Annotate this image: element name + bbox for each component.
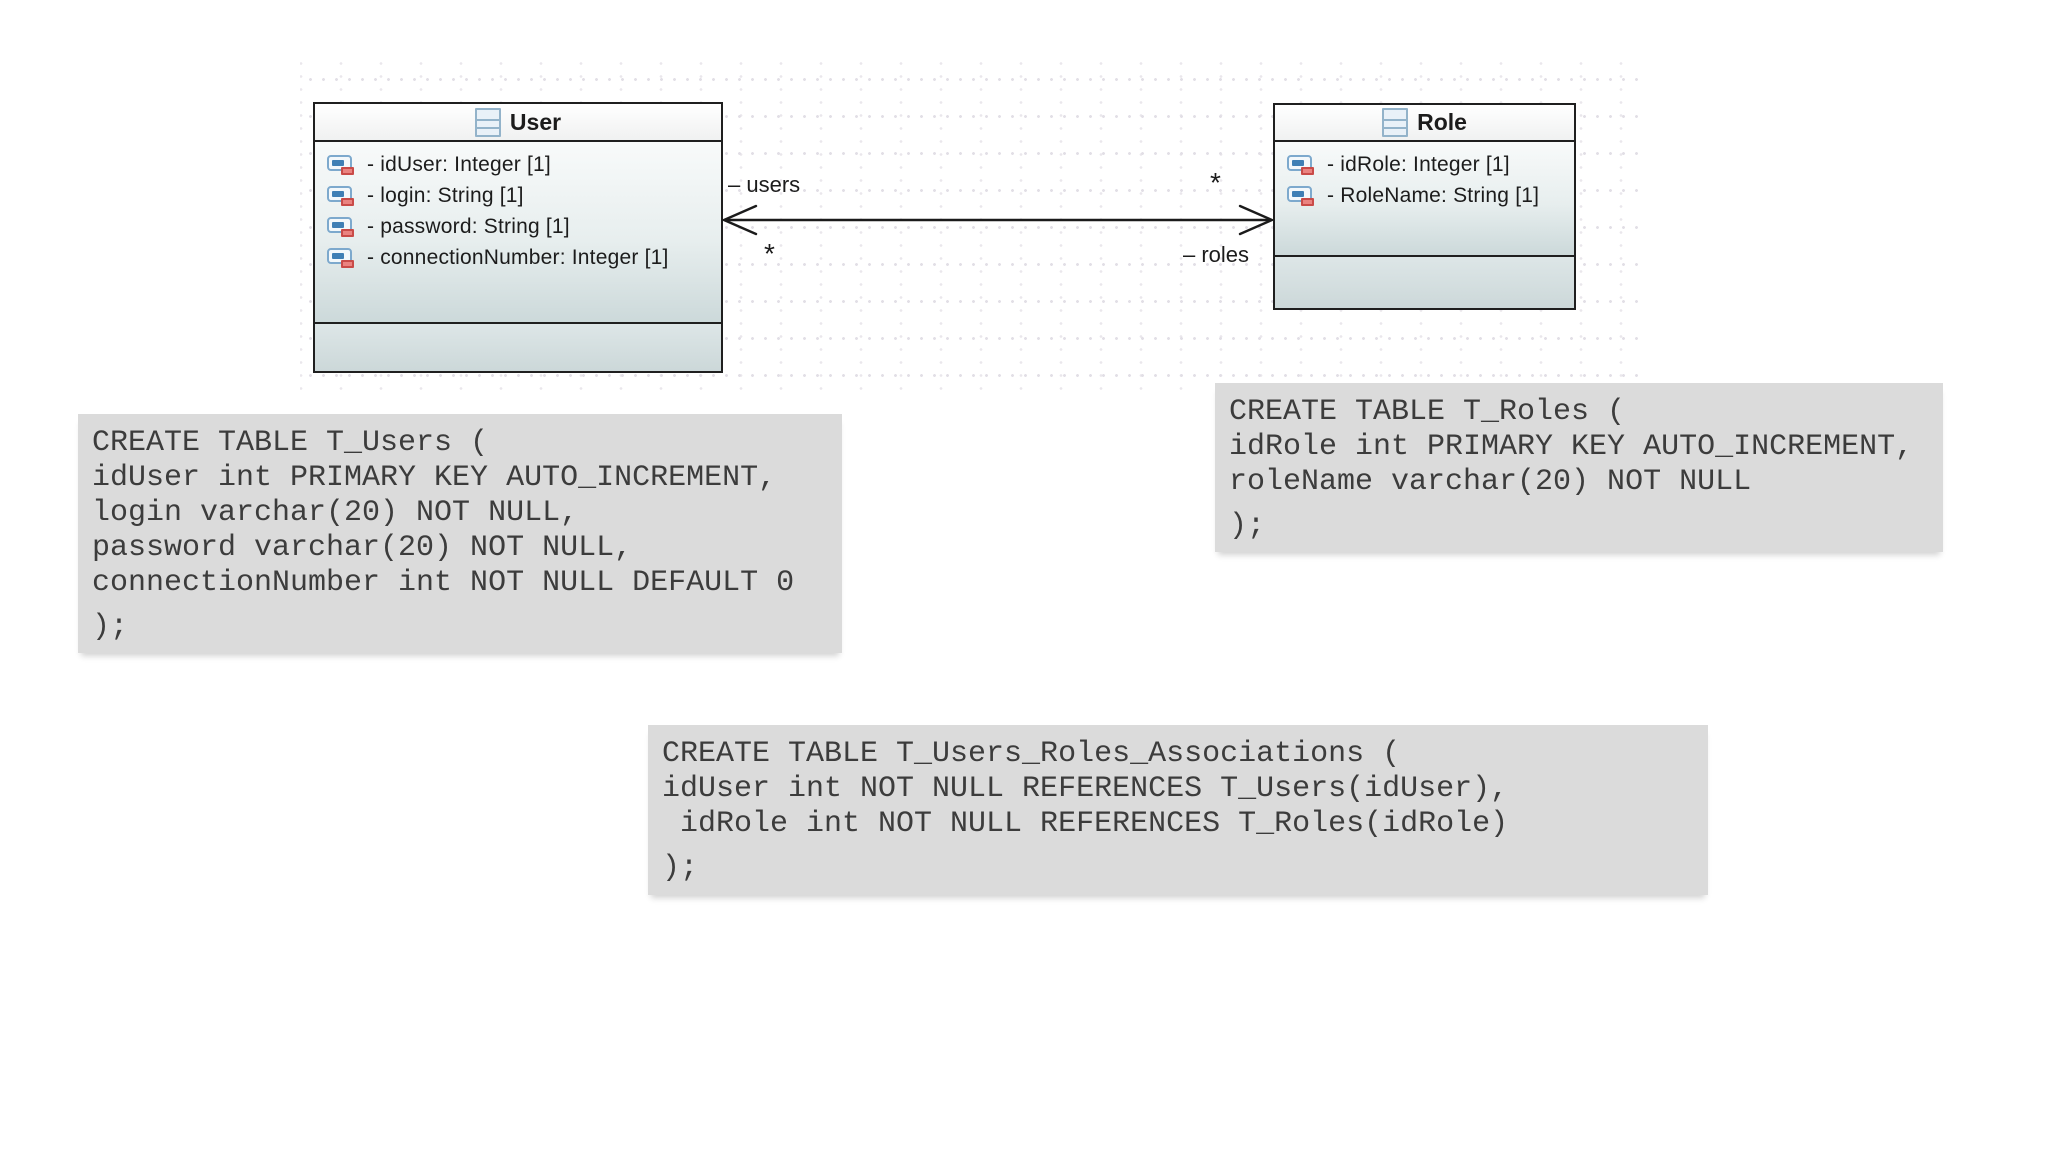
class-icon <box>474 107 501 137</box>
sql-line: connectionNumber int NOT NULL DEFAULT 0 <box>92 566 795 600</box>
attribute-row: - idUser: Integer [1] <box>327 149 721 180</box>
class-title: User <box>509 108 562 135</box>
sql-line: ); <box>92 610 129 644</box>
private-attribute-icon <box>1287 185 1314 206</box>
attributes-compartment: - idUser: Integer [1] - login: String [1… <box>315 142 721 324</box>
private-attribute-icon <box>327 216 354 237</box>
sql-line: password varchar(20) NOT NULL, <box>92 531 633 565</box>
attribute-text: - password: String [1] <box>367 214 570 238</box>
class-title-bar: User <box>315 104 721 142</box>
class-title-bar: Role <box>1275 105 1574 142</box>
association-arrow <box>721 204 1275 236</box>
sql-line: ); <box>662 851 699 885</box>
attribute-row: - RoleName: String [1] <box>1287 180 1574 211</box>
association-role-roles-label: – roles <box>1183 242 1250 267</box>
attribute-text: - connectionNumber: Integer [1] <box>367 245 669 269</box>
sql-line: CREATE TABLE T_Users ( <box>92 426 489 460</box>
attribute-row: - login: String [1] <box>327 180 721 211</box>
association-role-users-label: – users <box>728 172 801 197</box>
sql-line: idRole int PRIMARY KEY AUTO_INCREMENT, <box>1229 430 1914 464</box>
sql-code-block-t-roles: CREATE TABLE T_Roles ( idRole int PRIMAR… <box>1215 383 1943 552</box>
private-attribute-icon <box>327 154 354 175</box>
attribute-text: - idUser: Integer [1] <box>367 152 551 176</box>
attribute-row: - idRole: Integer [1] <box>1287 149 1574 180</box>
sql-line: roleName varchar(20) NOT NULL <box>1229 465 1752 499</box>
multiplicity-roles: * <box>1210 167 1221 198</box>
sql-line: login varchar(20) NOT NULL, <box>92 496 579 530</box>
attribute-text: - RoleName: String [1] <box>1327 183 1540 207</box>
multiplicity-users: * <box>764 238 775 269</box>
sql-code-block-t-users: CREATE TABLE T_Users ( idUser int PRIMAR… <box>78 414 842 653</box>
sql-line: CREATE TABLE T_Users_Roles_Associations … <box>662 737 1401 771</box>
class-icon <box>1382 108 1409 137</box>
private-attribute-icon <box>327 185 354 206</box>
operations-compartment <box>315 324 721 371</box>
attribute-row: - password: String [1] <box>327 211 721 242</box>
sql-line: idUser int NOT NULL REFERENCES T_Users(i… <box>662 772 1509 806</box>
operations-compartment <box>1275 257 1574 308</box>
private-attribute-icon <box>327 247 354 268</box>
private-attribute-icon <box>1287 154 1314 175</box>
attribute-text: - idRole: Integer [1] <box>1327 152 1510 176</box>
class-box-user: User - idUser: Integer [1] - login: Stri… <box>313 102 723 373</box>
attribute-row: - connectionNumber: Integer [1] <box>327 242 721 273</box>
sql-line: CREATE TABLE T_Roles ( <box>1229 395 1626 429</box>
attribute-text: - login: String [1] <box>367 183 524 207</box>
class-title: Role <box>1417 109 1467 135</box>
sql-code-block-t-users-roles-associations: CREATE TABLE T_Users_Roles_Associations … <box>648 725 1708 895</box>
sql-line: idUser int PRIMARY KEY AUTO_INCREMENT, <box>92 461 777 495</box>
attributes-compartment: - idRole: Integer [1] - RoleName: String… <box>1275 142 1574 257</box>
class-box-role: Role - idRole: Integer [1] - RoleName: S… <box>1273 103 1576 310</box>
sql-line: idRole int NOT NULL REFERENCES T_Roles(i… <box>662 807 1509 841</box>
sql-line: ); <box>1229 509 1266 543</box>
